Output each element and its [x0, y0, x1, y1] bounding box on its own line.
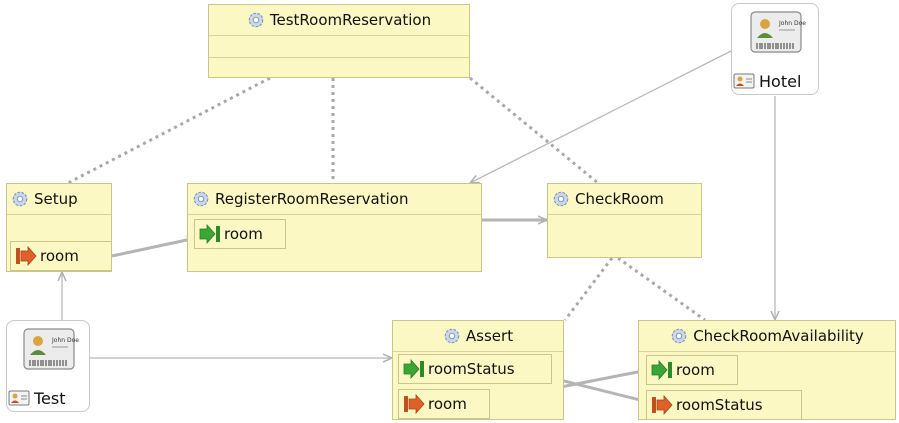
- component-title: CheckRoomAvailability: [693, 327, 864, 345]
- input-arrow-icon: [199, 224, 220, 244]
- link-hotel-register: [470, 49, 734, 183]
- actor-test[interactable]: John Doe: [6, 320, 90, 412]
- assert-room-port[interactable]: room: [398, 389, 490, 419]
- gear-icon: [193, 191, 209, 207]
- flow-availability-assert: [552, 378, 649, 404]
- output-arrow-icon: [16, 246, 37, 266]
- port-label: roomStatus: [428, 360, 515, 378]
- component-title: Assert: [465, 327, 514, 345]
- component-title: RegisterRoomReservation: [215, 190, 409, 208]
- assert-roomstatus-port[interactable]: roomStatus: [398, 354, 552, 384]
- gear-icon: [248, 12, 264, 28]
- component-title: TestRoomReservation: [269, 11, 432, 29]
- link-trr-checkroom: [469, 76, 599, 185]
- actor-name: Hotel: [759, 71, 802, 91]
- link-checkroom-assert: [563, 257, 614, 321]
- id-card-icon: [733, 73, 755, 89]
- flow-setup-register: [111, 238, 196, 258]
- port-label: room: [224, 225, 263, 243]
- component-title: CheckRoom: [575, 190, 664, 208]
- gear-icon: [671, 328, 687, 344]
- availability-roomstatus-port[interactable]: roomStatus: [646, 390, 802, 420]
- id-card-icon: [8, 390, 30, 406]
- output-arrow-icon: [652, 395, 673, 415]
- svg-text:John Doe: John Doe: [778, 20, 806, 27]
- register-room-port[interactable]: room: [194, 219, 286, 249]
- setup-room-port[interactable]: room: [10, 241, 112, 271]
- component-check-room[interactable]: CheckRoom: [547, 183, 702, 258]
- output-arrow-icon: [404, 394, 425, 414]
- availability-room-port[interactable]: room: [646, 355, 738, 385]
- link-checkroom-availability: [617, 256, 706, 322]
- link-trr-setup: [67, 76, 271, 185]
- id-badge-icon: John Doe: [750, 11, 806, 53]
- id-badge-icon: John Doe: [23, 328, 79, 370]
- actor-name: Test: [34, 388, 66, 408]
- component-test-room-reservation[interactable]: TestRoomReservation: [208, 4, 470, 78]
- port-label: room: [676, 361, 715, 379]
- gear-icon: [12, 191, 28, 207]
- component-title: Setup: [34, 190, 78, 208]
- port-label: room: [40, 247, 79, 265]
- input-arrow-icon: [651, 360, 672, 380]
- actor-hotel-label: Hotel: [733, 70, 801, 92]
- gear-icon: [444, 328, 460, 344]
- input-arrow-icon: [403, 359, 424, 379]
- port-label: roomStatus: [676, 396, 763, 414]
- port-label: room: [428, 395, 467, 413]
- actor-test-label: Test: [8, 387, 66, 409]
- svg-text:John Doe: John Doe: [51, 337, 79, 344]
- gear-icon: [553, 191, 569, 207]
